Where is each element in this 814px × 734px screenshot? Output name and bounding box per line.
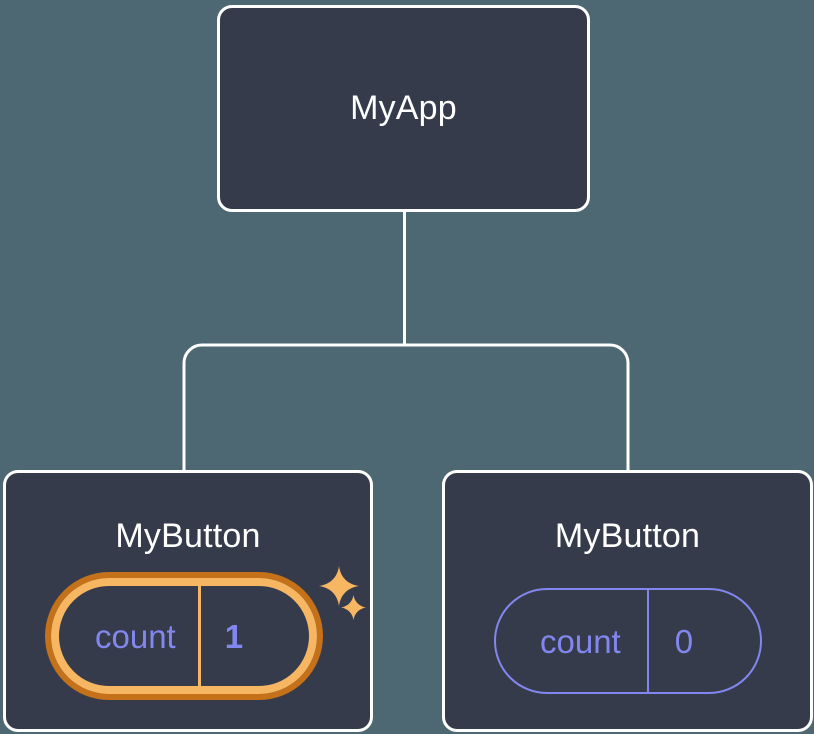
node-myapp[interactable]: MyApp <box>217 5 590 212</box>
state-pill-count-highlighted[interactable]: count 1 <box>45 572 323 700</box>
sparkle-large-icon <box>319 566 359 606</box>
state-pill-value: 1 <box>197 586 281 686</box>
state-pill-value: 0 <box>646 590 737 692</box>
state-pill-inner-ring: count 1 <box>51 578 317 694</box>
node-mybutton-left-label: MyButton <box>115 517 261 555</box>
state-pill-key: count <box>540 622 621 660</box>
sparkle-small-icon <box>341 595 366 620</box>
state-pill-key: count <box>95 617 176 655</box>
node-myapp-label: MyApp <box>350 89 457 127</box>
state-pill-outline: count 0 <box>494 588 762 694</box>
state-pill-outer-ring: count 1 <box>45 572 323 700</box>
state-pill-count-plain[interactable]: count 0 <box>494 588 762 694</box>
edge-branch-left <box>182 343 405 470</box>
edge-branch-right <box>404 343 630 470</box>
node-mybutton-right-label: MyButton <box>554 517 701 555</box>
